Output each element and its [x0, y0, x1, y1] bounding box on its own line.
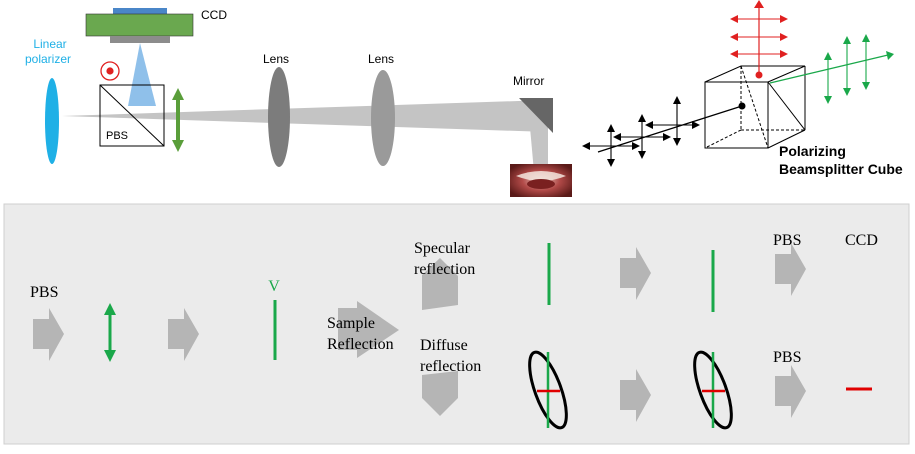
ccd-top-plate	[113, 8, 167, 14]
flow-panel-background	[3, 203, 910, 445]
flow-specular-label-line2: reflection	[414, 261, 475, 278]
s-polarization-arrows	[730, 15, 788, 58]
lens-1-label: Lens	[263, 52, 289, 66]
flow-diffuse-label-line2: reflection	[420, 358, 481, 375]
ccd-base	[110, 36, 170, 43]
flow-ccd-label: CCD	[845, 232, 878, 249]
linear-polarizer	[45, 78, 59, 164]
flow-pbs-bottom-label: PBS	[773, 349, 801, 366]
diffuse-polarization-ellipse-2	[693, 350, 733, 430]
cube-label-line1: Polarizing	[779, 143, 846, 159]
flow-arrow-diffuse-2	[620, 369, 651, 422]
lens-2	[371, 70, 395, 166]
polarizer-label-line2: polarizer	[25, 52, 71, 66]
flow-pbs-start-label: PBS	[30, 284, 58, 301]
polarization-flow-panel: PBS V Sample Reflection Specular reflect…	[3, 203, 910, 445]
flow-arrow-3	[338, 301, 399, 358]
flow-v-label: V	[268, 278, 280, 295]
optical-setup: Linear polarizer CCD PBS Lens Lens Mirro…	[25, 0, 903, 197]
polarizer-label-line1: Linear	[33, 37, 66, 51]
input-polarization-arrows	[582, 96, 700, 167]
pbs-cube	[99, 84, 165, 147]
p-polarization-arrows	[824, 34, 870, 104]
diffuse-polarization-ellipse-1	[528, 350, 568, 430]
lens-1	[268, 67, 290, 167]
light-beam	[62, 100, 548, 132]
flow-sample-label-line1: Sample	[327, 315, 375, 332]
flow-arrow-specular-3	[775, 243, 806, 296]
ccd-beam	[128, 43, 156, 106]
cube-label-line2: Beamsplitter Cube	[779, 161, 903, 177]
flow-arrow-1	[33, 308, 64, 361]
flow-sample-label-line2: Reflection	[327, 336, 394, 353]
flow-arrow-diffuse	[422, 371, 458, 416]
ccd-body	[85, 13, 194, 37]
flow-arrow-specular-2	[620, 247, 651, 300]
flow-specular-label-line1: Specular	[414, 240, 471, 257]
pbs-label: PBS	[106, 130, 128, 142]
p-transmitted-beam	[769, 54, 889, 84]
flow-arrow-diffuse-3	[775, 365, 806, 418]
flow-pbs-top-label: PBS	[773, 232, 801, 249]
lens-2-label: Lens	[368, 52, 394, 66]
mirror	[519, 98, 553, 133]
input-beam	[597, 105, 743, 153]
flow-arrow-specular	[422, 258, 458, 310]
mirror-label: Mirror	[513, 74, 544, 88]
ccd-label: CCD	[201, 8, 227, 22]
polarizing-beamsplitter-cube	[704, 65, 806, 149]
flow-diffuse-label-line1: Diffuse	[420, 337, 468, 354]
flow-arrow-2	[168, 308, 199, 361]
